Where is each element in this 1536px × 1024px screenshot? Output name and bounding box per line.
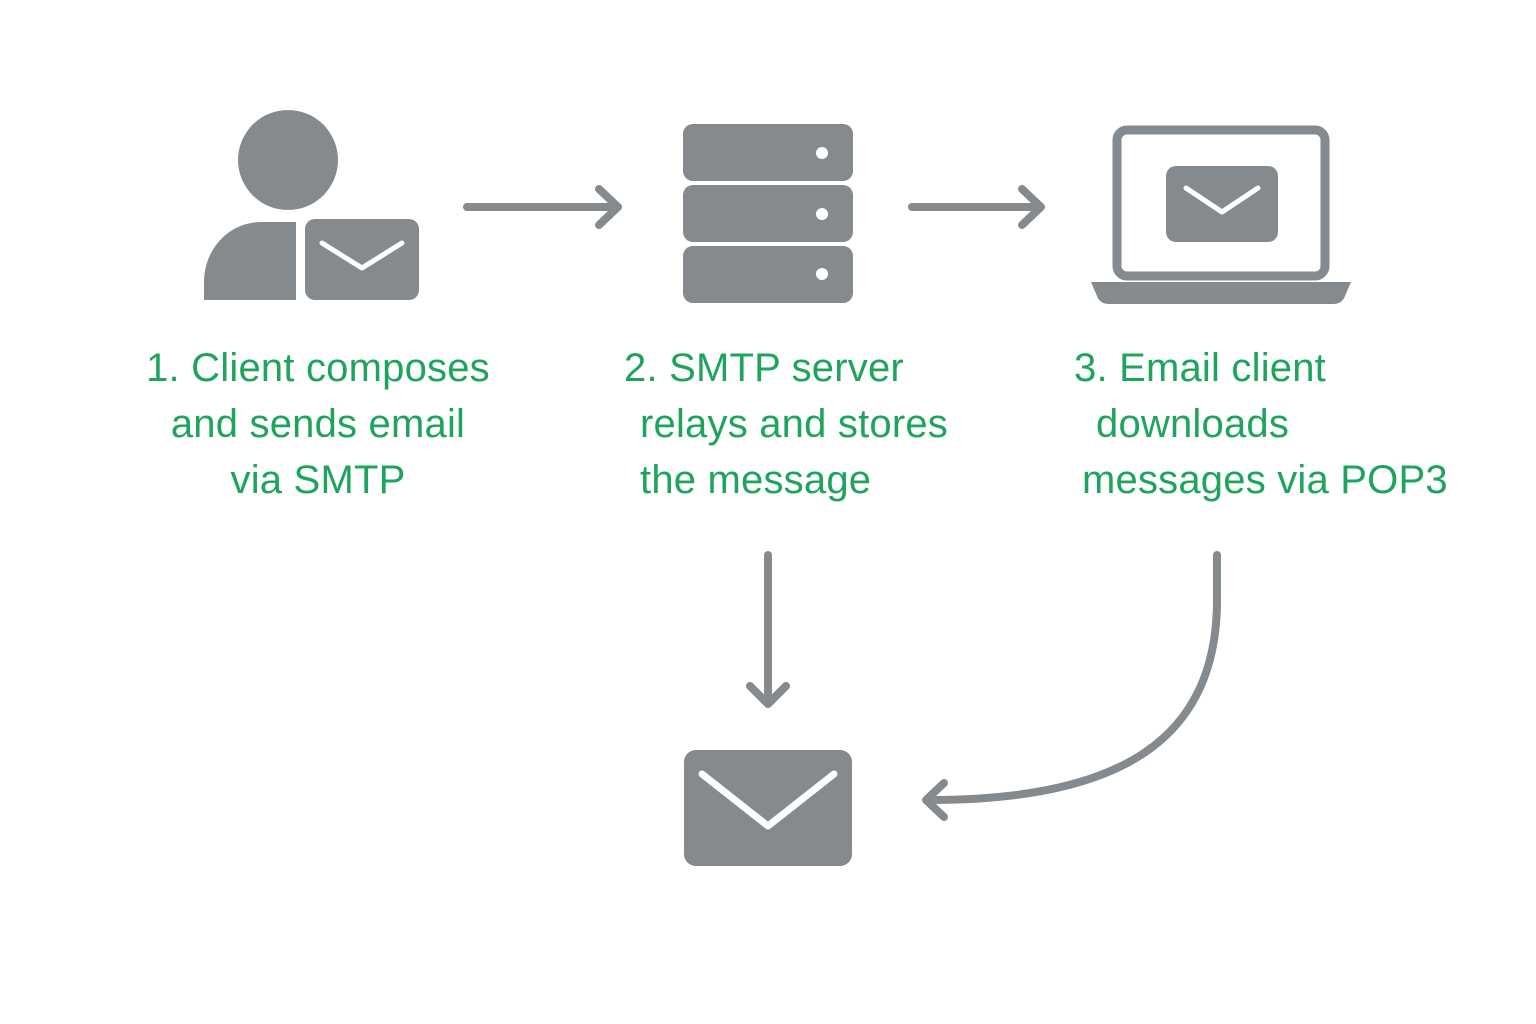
laptop-with-envelope-icon: [1091, 125, 1351, 304]
arrow-server-to-client: [908, 185, 1045, 229]
step-2-line-3: the message: [640, 458, 872, 502]
step-3-line-3: messages via POP3: [1082, 458, 1448, 502]
arrow-server-to-mailbox: [746, 551, 790, 708]
step-2-line-2: relays and stores: [640, 402, 948, 446]
step-1-line-1: 1. Client composes: [146, 346, 490, 390]
step-2-line-1: 2. SMTP server: [624, 346, 904, 390]
step-3-line-1: 3. Email client: [1074, 346, 1326, 390]
step-3-label: 3. Email client downloads messages via P…: [1074, 340, 1514, 508]
server-stack-icon: [683, 124, 853, 303]
user-with-envelope-icon: [204, 110, 419, 300]
arrow-client-to-server: [463, 185, 622, 229]
step-1-label: 1. Client composes and sends email via S…: [128, 340, 508, 508]
step-2-label: 2. SMTP server relays and stores the mes…: [624, 340, 1004, 508]
step-1-line-3: via SMTP: [230, 458, 406, 502]
envelope-icon: [684, 750, 852, 866]
arrow-client-to-mailbox: [922, 551, 1221, 821]
step-3-line-2: downloads: [1096, 402, 1290, 446]
step-1-line-2: and sends email: [170, 402, 466, 446]
